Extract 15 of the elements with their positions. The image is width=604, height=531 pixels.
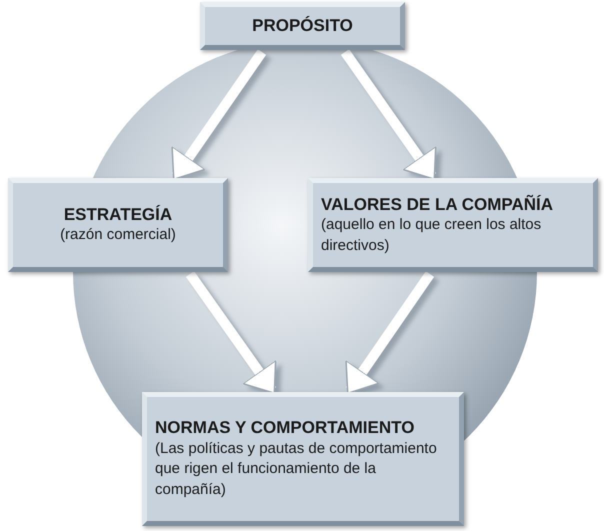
concept-box	[200, 2, 405, 50]
box-heading: VALORES DE LA COMPAÑÍA	[321, 194, 554, 215]
box-heading: PROPÓSITO	[252, 15, 353, 37]
box-heading: NORMAS Y COMPORTAMIENTO	[155, 417, 414, 439]
concept-box	[8, 178, 228, 272]
box-heading: ESTRATEGÍA	[64, 204, 172, 226]
arrow	[171, 49, 266, 180]
concept-box	[142, 392, 464, 526]
box-description: (aquello en lo que creen los altos directivos)	[321, 215, 542, 256]
box-description: (Las políticas y pautas de comportamiento que rigen el funcionamiento de la compañía)	[155, 438, 438, 500]
box-description: (razón comercial)	[60, 225, 176, 246]
concept-box	[308, 178, 598, 272]
arrow	[186, 271, 276, 394]
arrow	[345, 271, 434, 394]
arrow	[340, 49, 436, 180]
